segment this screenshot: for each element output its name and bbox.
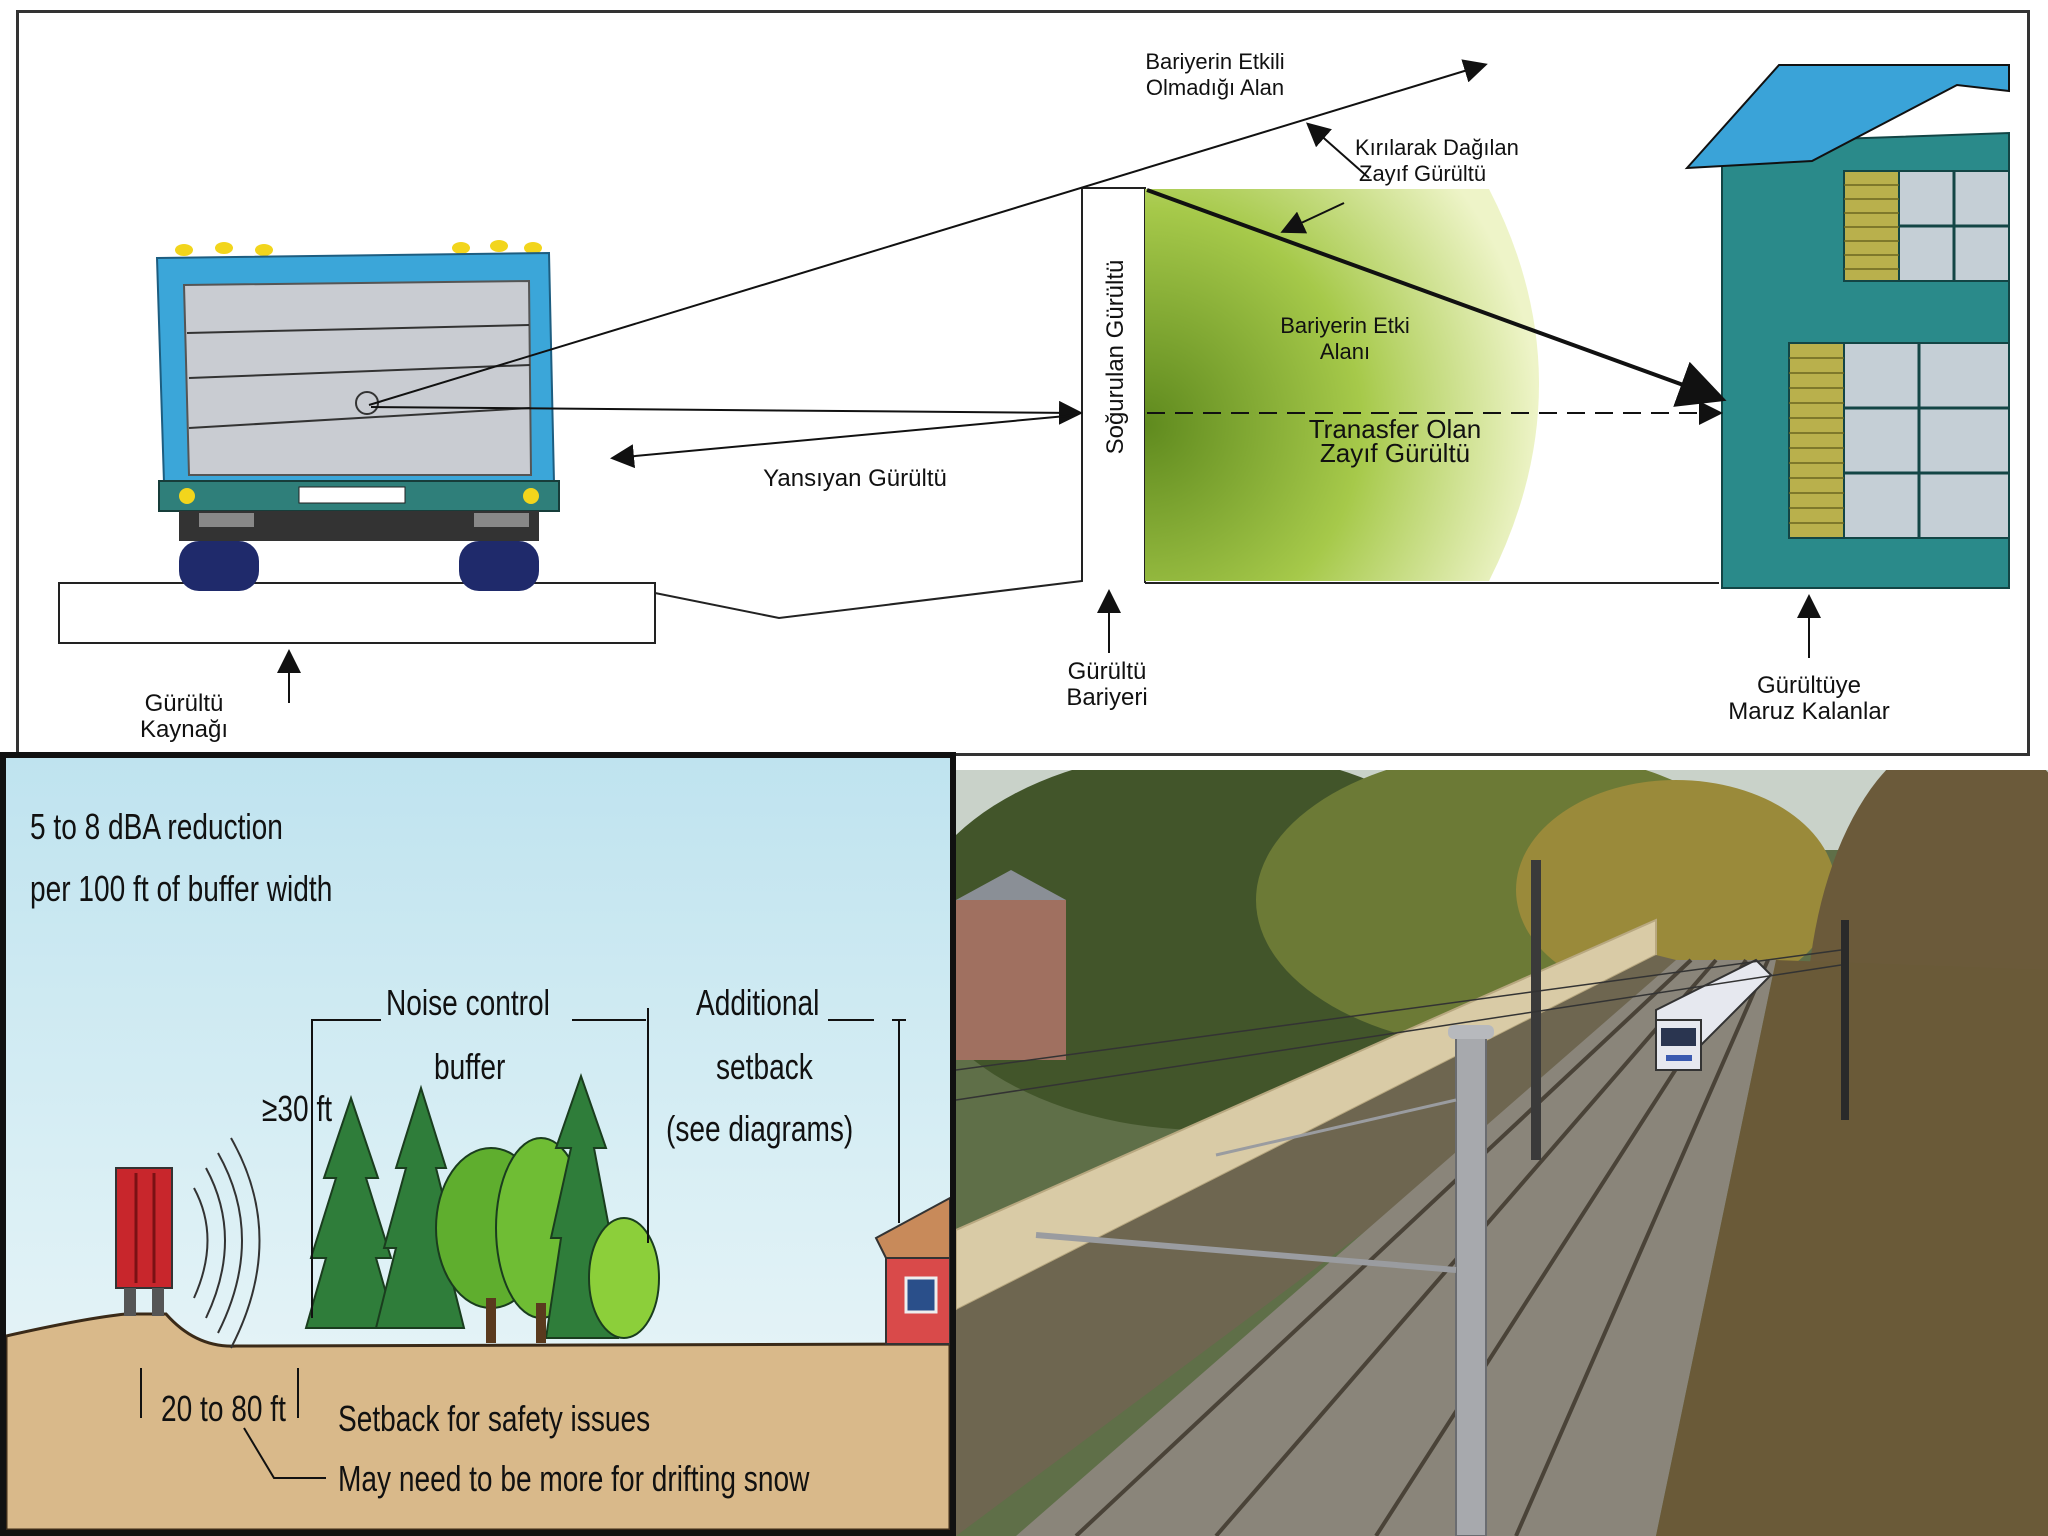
label-diffracted-line2: Zayıf Gürültü [1359, 161, 1487, 186]
barrier-diagram-graphic [58, 59, 2010, 703]
pole-front [1455, 1029, 1487, 1536]
dimension-lines [140, 1008, 906, 1479]
noise-control-line2: buffer [434, 1046, 506, 1087]
train [1655, 958, 1773, 1071]
label-effect-area-line2: Alanı [1319, 339, 1371, 364]
label-source-line1: Gürültü [144, 690, 224, 717]
label-exposed: Gürültüye Maruz Kalanlar [1669, 673, 1949, 725]
label-source-line2: Kaynağı [139, 716, 229, 743]
tree-mass-autumn [1516, 780, 1836, 1000]
label-ineffective-area-line1: Bariyerin Etkili [1145, 49, 1285, 74]
pole-far [1841, 920, 1849, 1120]
road-slab [58, 582, 656, 644]
pole-mid [1531, 860, 1541, 1160]
reduction-line2: per 100 ft of buffer width [30, 868, 333, 909]
additional-line3: (see diagrams) [666, 1108, 854, 1149]
truck [155, 240, 560, 591]
barrier-diagram: Bariyerin Etkili Olmadığı Alan Kırılarak… [16, 10, 2030, 756]
setback-safety-label: Setback for safety issues [338, 1398, 651, 1439]
house-small [874, 1196, 950, 1345]
railway-photo-graphic [956, 770, 2048, 1536]
pointer-ineffective [1306, 122, 1370, 179]
label-ineffective-area-line2: Olmadığı Alan [1145, 75, 1285, 100]
label-barrier-line1: Gürültü [1067, 658, 1147, 685]
label-reflected-noise: Yansıyan Gürültü [763, 465, 947, 492]
drifting-snow-label: May need to be more for drifting snow [338, 1458, 810, 1499]
label-ineffective-area: Bariyerin Etkili Olmadığı Alan [1105, 49, 1325, 101]
distance-label: 20 to 80 ft [161, 1388, 286, 1429]
house [1684, 64, 2010, 589]
height-label: ≥30 ft [262, 1088, 333, 1129]
pointer-diffracted [1280, 202, 1345, 234]
label-transferred-line2: Zayıf Gürültü [1319, 438, 1471, 468]
noise-control-line1: Noise control [386, 982, 550, 1023]
shutter-slats [1789, 184, 1899, 524]
label-transferred-line1: Tranasfer Olan [1308, 414, 1482, 444]
ground-line [654, 188, 1083, 620]
additional-line1: Additional [696, 982, 820, 1023]
reduction-line1: 5 to 8 dBA reduction [30, 806, 283, 847]
track-bed [1016, 960, 1776, 1536]
barrier-effect-area [1145, 189, 1539, 581]
trees [304, 1072, 660, 1343]
ray-over-barrier [368, 59, 1488, 406]
label-diffracted-noise: Kırılarak Dağılan Zayıf Gürültü [1355, 135, 1645, 187]
label-exposed-line1: Gürültüye [1756, 672, 1862, 699]
label-exposed-line2: Maruz Kalanlar [1728, 698, 1890, 725]
photo-house [956, 900, 1066, 1060]
noise-source [115, 1167, 173, 1316]
label-absorbed-noise: Soğurulan Gürültü [1102, 259, 1129, 455]
label-noise-source: Gürültü Kaynağı [114, 691, 254, 743]
additional-line2: setback [716, 1046, 813, 1087]
label-effect-area-line1: Bariyerin Etki [1280, 313, 1410, 338]
label-noise-barrier: Gürültü Bariyeri [1027, 659, 1187, 711]
label-barrier-effect-area: Bariyerin Etki Alanı [1225, 313, 1465, 365]
buffer-diagram: 5 to 8 dBA reduction per 100 ft of buffe… [0, 752, 956, 1536]
ray-diffracted [1146, 188, 1727, 407]
label-barrier-line2: Bariyeri [1066, 684, 1148, 711]
buffer-diagram-graphic [6, 1008, 950, 1530]
label-transferred-noise: Tranasfer Olan Zayıf Gürültü [1245, 414, 1545, 468]
ray-reflected [610, 414, 1078, 469]
sound-waves [193, 1137, 261, 1349]
label-diffracted-line1: Kırılarak Dağılan [1355, 135, 1519, 160]
ray-to-barrier [370, 400, 1083, 425]
ground-soil [6, 1312, 950, 1530]
railway-photo [956, 770, 2048, 1536]
